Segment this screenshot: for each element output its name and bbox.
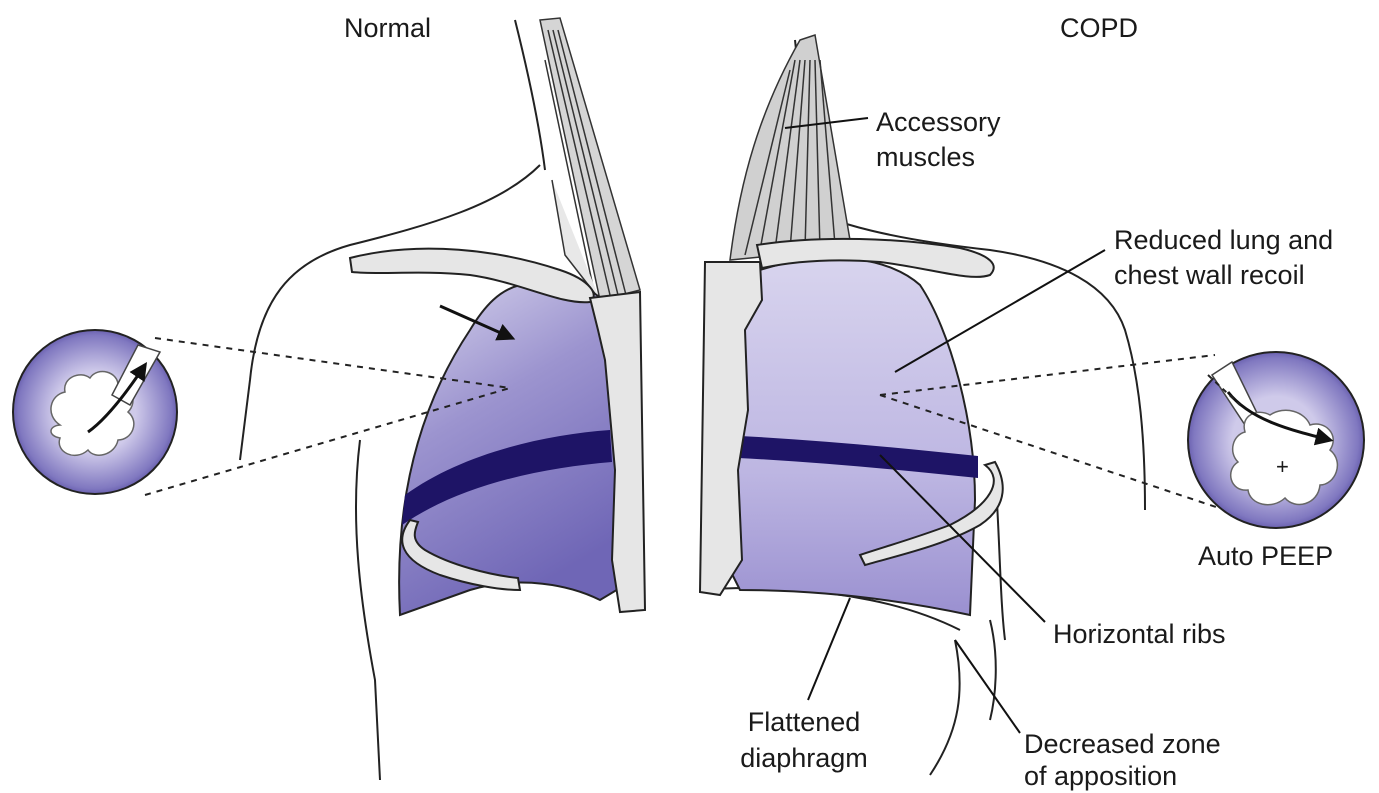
normal-clavicle (350, 249, 594, 303)
label-reduced-recoil-line1: Reduced lung and (1114, 224, 1333, 256)
copd-alveolus-inset (1188, 352, 1364, 528)
label-accessory-muscles-line1: Accessory (876, 106, 1001, 138)
leader-flattened-diaphragm (808, 598, 850, 700)
label-flattened-diaphragm-line1: Flattened (729, 706, 879, 738)
copd-lower-body (930, 640, 960, 775)
normal-torso-side (356, 440, 380, 780)
normal-alveolus-inset (13, 330, 177, 494)
label-decreased-zone-line2: of apposition (1024, 760, 1177, 792)
label-reduced-recoil-line2: chest wall recoil (1114, 259, 1305, 291)
label-decreased-zone-line1: Decreased zone (1024, 728, 1221, 760)
label-flattened-diaphragm-line2: diaphragm (729, 742, 879, 774)
label-accessory-muscles-line2: muscles (876, 141, 975, 173)
normal-neck-muscles (540, 18, 640, 300)
label-horizontal-ribs: Horizontal ribs (1053, 618, 1226, 650)
label-plus-sign: + (1276, 455, 1289, 479)
label-auto-peep: Auto PEEP (1198, 540, 1333, 572)
copd-lung (725, 258, 975, 615)
normal-neck-left (515, 20, 545, 170)
leader-decreased-zone (955, 640, 1020, 733)
normal-panel-title: Normal (344, 12, 431, 44)
copd-panel-title: COPD (1060, 12, 1138, 44)
copd-lower-body-2 (990, 620, 996, 720)
copd-accessory-muscles (730, 35, 850, 260)
